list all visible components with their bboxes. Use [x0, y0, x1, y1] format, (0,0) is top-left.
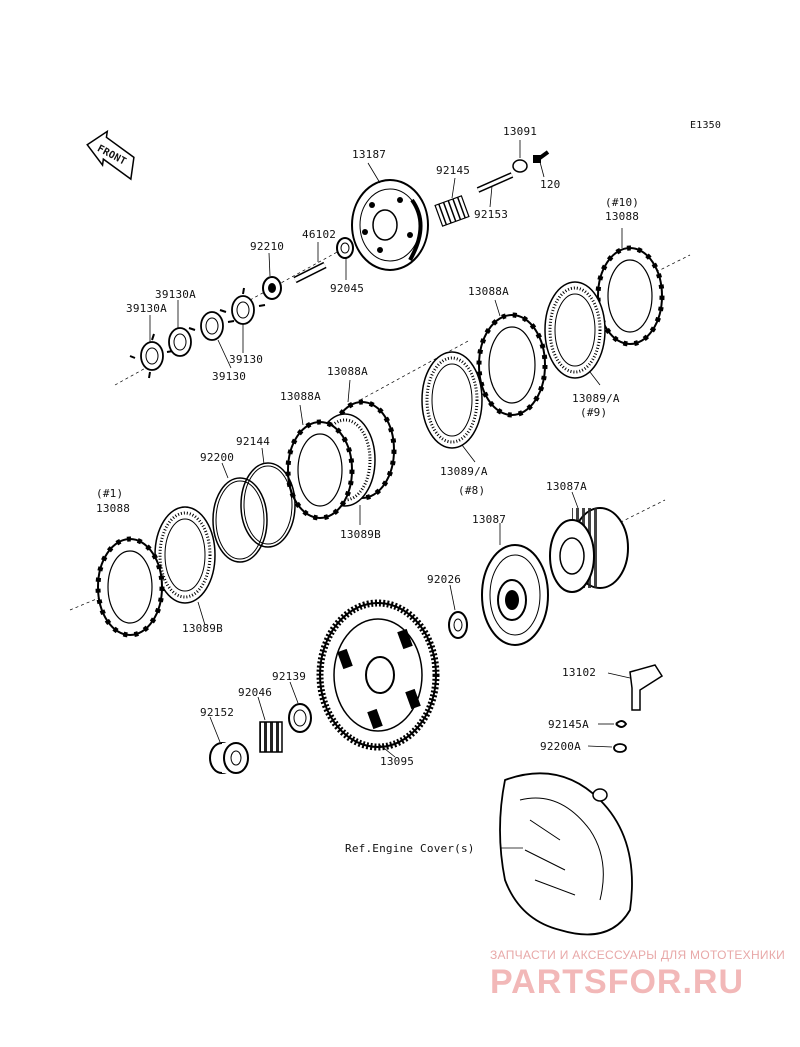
collar-92139 — [288, 703, 312, 733]
part-label-39130-2: 39130 — [212, 370, 247, 383]
bearing-92045 — [336, 237, 354, 259]
clutch-hub-13087a — [549, 507, 629, 593]
part-label-13088a-2: 13088A — [327, 365, 368, 378]
pressure-plate-13187 — [351, 179, 429, 271]
friction-plate-stack-13088a — [285, 399, 397, 521]
engine-cover — [499, 772, 633, 936]
front-arrow-icon — [86, 129, 135, 181]
steel-plate-13089a-8 — [421, 351, 483, 449]
part-label-92046: 92046 — [238, 686, 273, 699]
part-label-92145a: 92145A — [548, 718, 589, 731]
part-label-46102: 46102 — [302, 228, 337, 241]
part-label-39130a-1: 39130A — [155, 288, 196, 301]
part-label-13088-bottom: 13088 — [96, 502, 131, 515]
push-rod-46102 — [293, 261, 327, 284]
judder-spring-39130-2 — [219, 287, 266, 325]
steel-plate-13089b — [154, 506, 216, 604]
screw-120 — [533, 150, 550, 163]
judder-spring-39130a-2 — [168, 327, 192, 357]
part-label-92153: 92153 — [474, 208, 509, 221]
part-label-10-tag: (#10) — [605, 196, 640, 209]
part-label-1-tag: (#1) — [96, 487, 124, 500]
part-label-92200: 92200 — [200, 451, 235, 464]
release-lever-13102 — [629, 664, 664, 711]
part-label-13091: 13091 — [503, 125, 538, 138]
judder-spring-39130-1 — [188, 311, 235, 341]
part-label-13089a-8: 13089/A — [440, 465, 488, 478]
leader-lines — [149, 140, 631, 849]
part-label-92152: 92152 — [200, 706, 235, 719]
part-label-92210: 92210 — [250, 240, 285, 253]
part-label-13088-top: 13088 — [605, 210, 640, 223]
washer-92026 — [448, 611, 468, 639]
part-label-13087a: 13087A — [546, 480, 587, 493]
ring-92200 — [212, 477, 268, 563]
friction-plate-13088-10 — [595, 245, 665, 347]
part-label-39130a-2: 39130A — [126, 302, 167, 315]
judder-spring-39130a-1 — [129, 333, 174, 379]
nut-13091 — [512, 159, 528, 173]
part-label-13089a-9: 13089/A — [572, 392, 620, 405]
friction-plate-13088a-1 — [476, 312, 548, 418]
sleeve-92152 — [209, 742, 249, 774]
spring-92145a — [615, 720, 628, 728]
part-label-39130-1: 39130 — [229, 353, 264, 366]
part-label-13095: 13095 — [380, 755, 415, 768]
part-label-92200a: 92200A — [540, 740, 581, 753]
ref-engine-cover-label: Ref.Engine Cover(s) — [345, 842, 475, 855]
part-label-92139: 92139 — [272, 670, 307, 683]
part-label-13087: 13087 — [472, 513, 507, 526]
part-label-13187: 13187 — [352, 148, 387, 161]
part-label-92145: 92145 — [436, 164, 471, 177]
part-label-13089b-2: 13089B — [182, 622, 223, 635]
hub-plate-13087 — [481, 544, 549, 646]
o-ring-92200a — [613, 743, 627, 753]
part-label-120: 120 — [540, 178, 561, 191]
part-label-13089b-1: 13089B — [340, 528, 381, 541]
clutch-spring-92145 — [434, 195, 470, 227]
bearing-92210 — [262, 276, 282, 300]
needle-bearing-92046 — [259, 721, 283, 753]
part-label-9-tag: (#9) — [580, 406, 608, 419]
ring-92144 — [240, 462, 296, 548]
bolt-92153 — [476, 172, 514, 193]
watermark-tagline: ЗАПЧАСТИ И АКСЕССУАРЫ ДЛЯ МОТОТЕХНИКИ — [490, 948, 786, 962]
watermark-brand-logo: PARTSFOR.RU — [490, 963, 745, 1001]
diagram-code: E1350 — [690, 120, 722, 131]
clutch-housing-13095 — [316, 599, 440, 751]
part-label-13088a-1: 13088A — [468, 285, 509, 298]
steel-plate-13089a-9 — [544, 281, 606, 379]
part-label-92026: 92026 — [427, 573, 462, 586]
part-label-13088a-3: 13088A — [280, 390, 321, 403]
part-label-92144: 92144 — [236, 435, 271, 448]
friction-plate-13088-1 — [95, 536, 165, 638]
part-label-8-tag: (#8) — [458, 484, 486, 497]
part-label-13102: 13102 — [562, 666, 597, 679]
part-label-92045: 92045 — [330, 282, 365, 295]
